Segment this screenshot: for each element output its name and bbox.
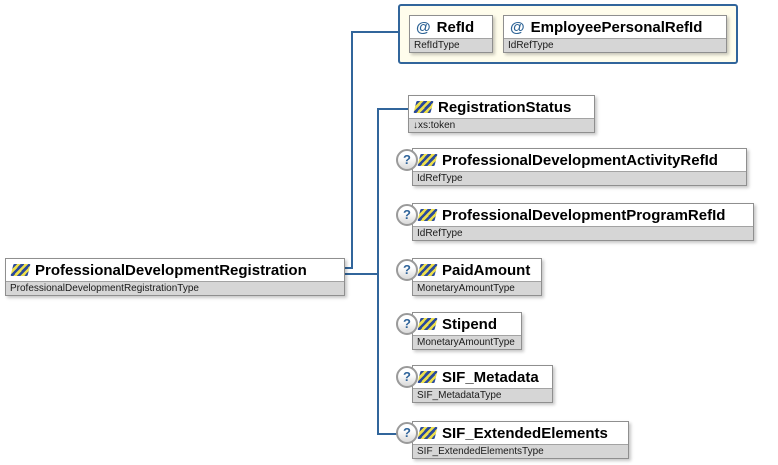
connector-line	[345, 267, 353, 269]
element-type: IdRefType	[413, 226, 753, 240]
connector-line	[351, 31, 398, 33]
element-icon	[417, 371, 438, 383]
element-name: RegistrationStatus	[438, 98, 572, 116]
element-box-stipend[interactable]: Stipend MonetaryAmountType	[412, 312, 522, 350]
attribute-at-icon: @	[416, 18, 431, 36]
element-box-professionaldevelopmentactivityrefid[interactable]: ProfessionalDevelopmentActivityRefId IdR…	[412, 148, 747, 186]
optional-indicator: ?	[396, 422, 418, 444]
element-icon	[413, 101, 434, 113]
element-type: ↓xs:token	[409, 118, 594, 132]
attribute-title: @ RefId	[410, 16, 492, 38]
attribute-name: RefId	[436, 18, 475, 36]
element-name: PaidAmount	[442, 261, 531, 279]
connector-line	[378, 108, 408, 110]
element-icon	[417, 209, 438, 221]
attribute-box-employeepersonalrefid[interactable]: @ EmployeePersonalRefId IdRefType	[503, 15, 727, 53]
element-name: SIF_Metadata	[442, 368, 539, 386]
element-icon	[417, 264, 438, 276]
element-type: SIF_MetadataType	[413, 388, 552, 402]
element-title: RegistrationStatus	[409, 96, 594, 118]
element-icon	[417, 154, 438, 166]
attribute-title: @ EmployeePersonalRefId	[504, 16, 726, 38]
element-icon	[10, 264, 31, 276]
element-title: SIF_Metadata	[413, 366, 552, 388]
element-title: SIF_ExtendedElements	[413, 422, 628, 444]
element-box-registrationstatus[interactable]: RegistrationStatus ↓xs:token	[408, 95, 595, 133]
element-title: ProfessionalDevelopmentActivityRefId	[413, 149, 746, 171]
connector-line	[345, 273, 378, 275]
element-title: ProfessionalDevelopmentProgramRefId	[413, 204, 753, 226]
attribute-type: RefIdType	[410, 38, 492, 52]
element-box-professionaldevelopmentprogramrefid[interactable]: ProfessionalDevelopmentProgramRefId IdRe…	[412, 203, 754, 241]
root-element-title: ProfessionalDevelopmentRegistration	[6, 259, 344, 281]
optional-indicator: ?	[396, 259, 418, 281]
element-icon	[417, 427, 438, 439]
optional-indicator: ?	[396, 149, 418, 171]
element-box-sif-extendedelements[interactable]: SIF_ExtendedElements SIF_ExtendedElement…	[412, 421, 629, 459]
attribute-box-refid[interactable]: @ RefId RefIdType	[409, 15, 493, 53]
connector-line	[378, 433, 397, 435]
attributes-container: @ RefId RefIdType @ EmployeePersonalRefI…	[398, 4, 738, 64]
element-type: SIF_ExtendedElementsType	[413, 444, 628, 458]
root-element-type: ProfessionalDevelopmentRegistrationType	[6, 281, 344, 295]
attribute-name: EmployeePersonalRefId	[530, 18, 703, 36]
connector-line	[351, 31, 353, 269]
element-name: Stipend	[442, 315, 497, 333]
optional-indicator: ?	[396, 366, 418, 388]
connector-line	[377, 108, 379, 435]
root-element-box[interactable]: ProfessionalDevelopmentRegistration Prof…	[5, 258, 345, 296]
root-element-name: ProfessionalDevelopmentRegistration	[35, 261, 307, 279]
element-type: MonetaryAmountType	[413, 281, 541, 295]
element-icon	[417, 318, 438, 330]
element-title: Stipend	[413, 313, 521, 335]
optional-indicator: ?	[396, 313, 418, 335]
element-name: SIF_ExtendedElements	[442, 424, 608, 442]
element-type: IdRefType	[413, 171, 746, 185]
optional-indicator: ?	[396, 204, 418, 226]
element-name: ProfessionalDevelopmentActivityRefId	[442, 151, 718, 169]
element-type: MonetaryAmountType	[413, 335, 521, 349]
element-title: PaidAmount	[413, 259, 541, 281]
element-box-paidamount[interactable]: PaidAmount MonetaryAmountType	[412, 258, 542, 296]
element-name: ProfessionalDevelopmentProgramRefId	[442, 206, 726, 224]
attribute-at-icon: @	[510, 18, 525, 36]
attribute-type: IdRefType	[504, 38, 726, 52]
element-box-sif-metadata[interactable]: SIF_Metadata SIF_MetadataType	[412, 365, 553, 403]
